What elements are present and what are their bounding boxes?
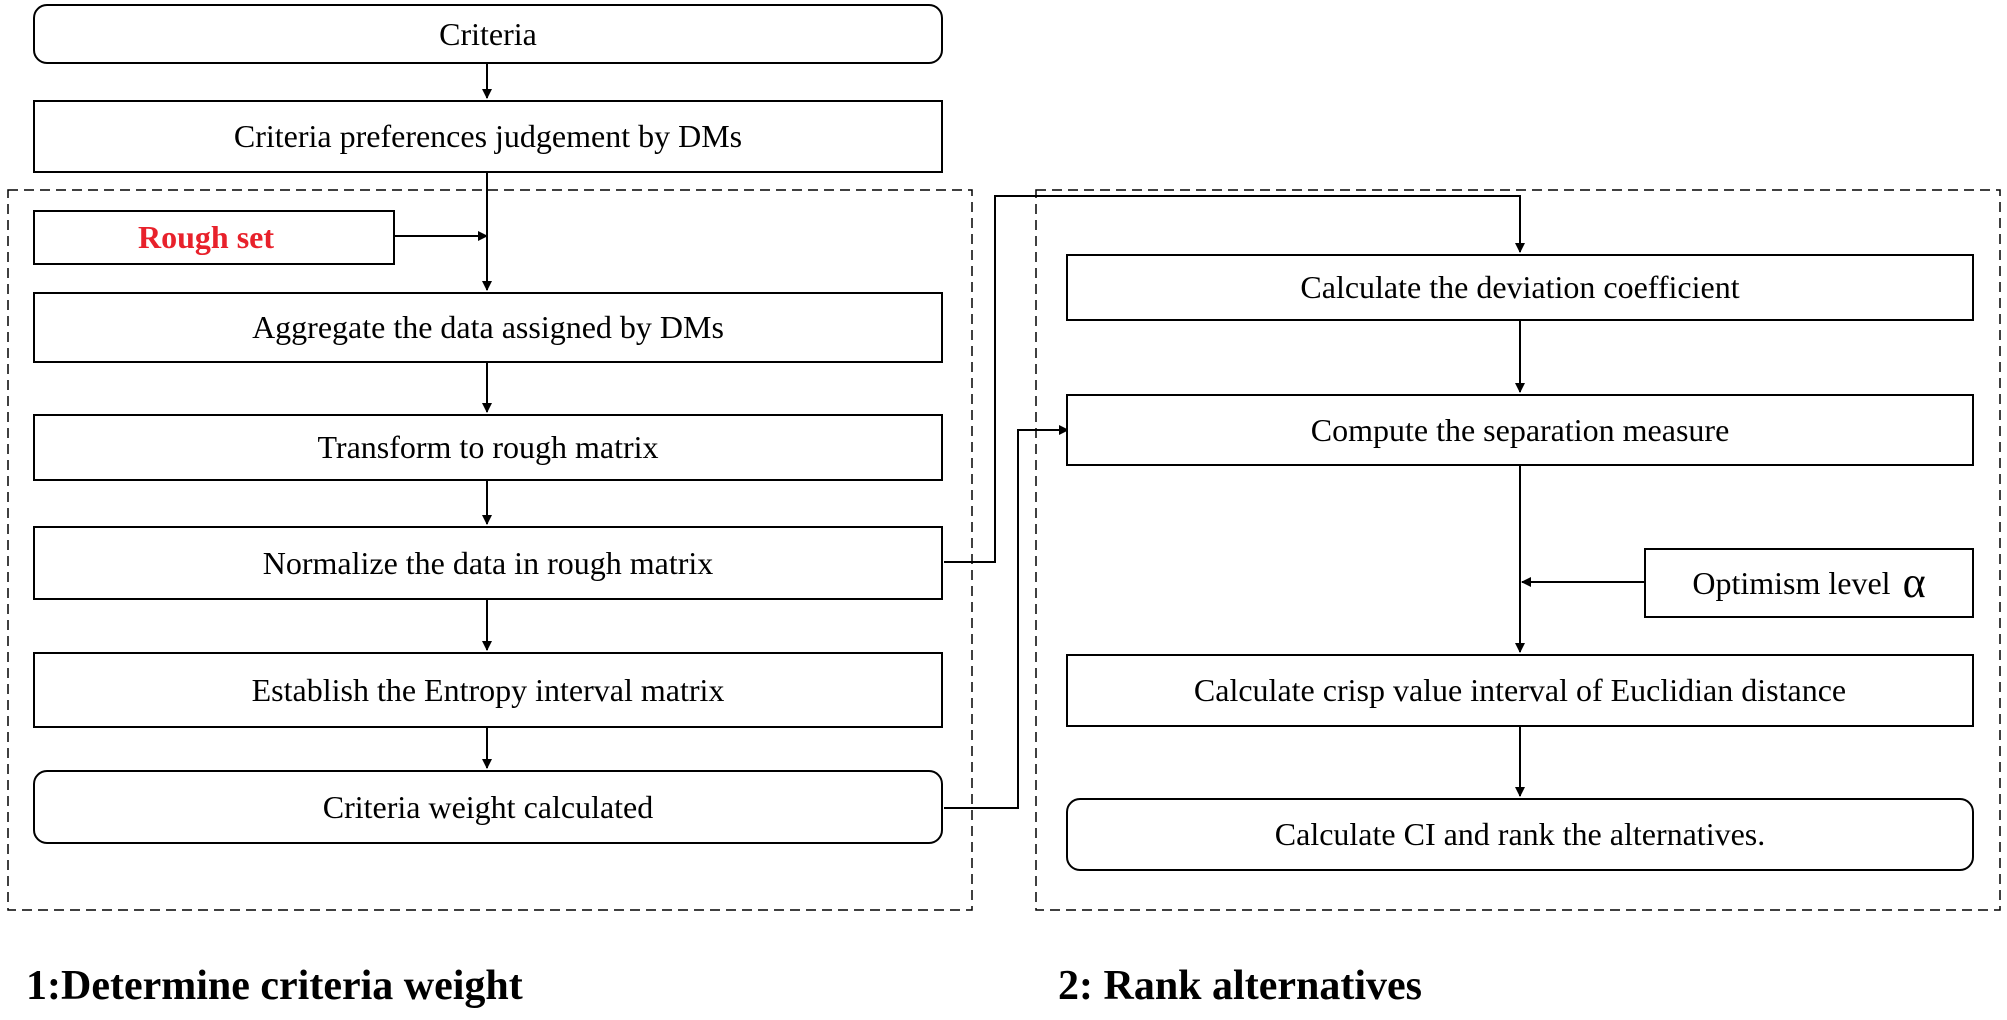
transform-label: Transform to rough matrix [317, 429, 659, 465]
alpha-symbol: α [1902, 558, 1926, 607]
entropy-node: Establish the Entropy interval matrix [33, 652, 943, 728]
normalize-label: Normalize the data in rough matrix [262, 544, 714, 581]
rank-label: Calculate CI and rank the alternatives. [1274, 816, 1766, 852]
rough-set-label: Rough set [138, 219, 275, 255]
aggregate-label: Aggregate the data assigned by DMs [252, 309, 724, 345]
connector-weight-to-separation [944, 425, 1069, 809]
rough-set-node: Rough set [33, 210, 395, 265]
normalize-node: Normalize the data in rough matrix [33, 526, 943, 600]
crisp-label: Calculate crisp value interval of Euclid… [1193, 672, 1847, 708]
section-frame-determine [7, 189, 973, 911]
entropy-label: Establish the Entropy interval matrix [251, 671, 725, 708]
weight-label: Criteria weight calculated [322, 788, 654, 825]
section-title-rank: 2: Rank alternatives [1058, 963, 1422, 1009]
transform-node: Transform to rough matrix [33, 414, 943, 481]
section-title-determine: 1:Determine criteria weight [26, 963, 523, 1009]
criteria-label: Criteria [439, 15, 537, 52]
deviation-label: Calculate the deviation coefficient [1300, 269, 1740, 305]
crisp-node: Calculate crisp value interval of Euclid… [1066, 654, 1974, 727]
rank-node: Calculate CI and rank the alternatives. [1066, 798, 1974, 871]
deviation-node: Calculate the deviation coefficient [1066, 254, 1974, 321]
preferences-label: Criteria preferences judgement by DMs [233, 118, 743, 154]
preferences-node: Criteria preferences judgement by DMs [33, 100, 943, 173]
section-frame-rank [1035, 189, 2001, 911]
separation-node: Compute the separation measure [1066, 394, 1974, 466]
connector-normalize-to-deviation [944, 195, 1525, 563]
optimism-label: Optimism level [1692, 564, 1891, 601]
aggregate-node: Aggregate the data assigned by DMs [33, 292, 943, 363]
weight-node: Criteria weight calculated [33, 770, 943, 844]
criteria-node: Criteria [33, 4, 943, 64]
optimism-node: Optimism level α [1644, 548, 1974, 618]
separation-label: Compute the separation measure [1310, 411, 1730, 448]
